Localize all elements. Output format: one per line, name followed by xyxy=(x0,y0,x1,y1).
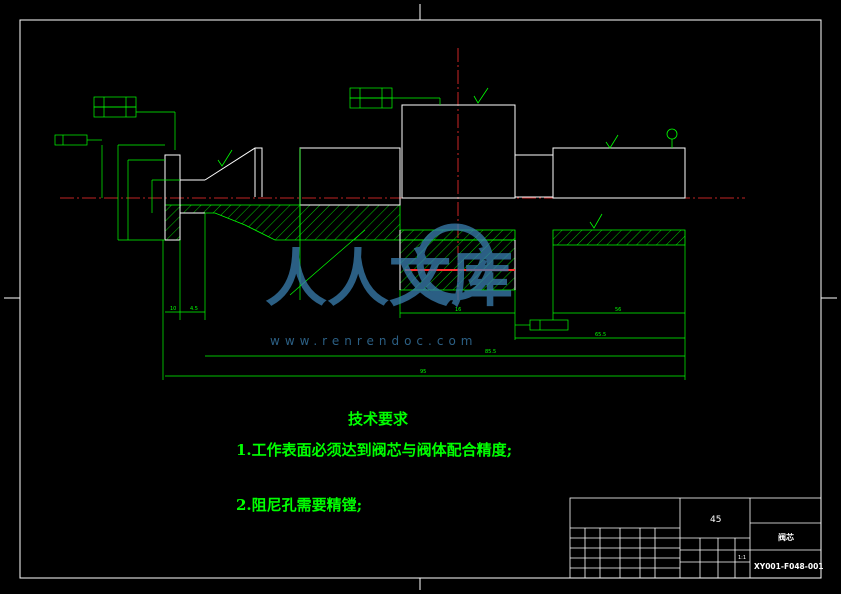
watermark: 人人文库 www.renrendoc.com xyxy=(265,223,513,348)
title-block-scale: 1:1 xyxy=(738,555,746,561)
dimension-lines xyxy=(101,144,686,380)
title-block xyxy=(569,497,822,579)
watermark-text: 人人文库 xyxy=(265,242,513,315)
tech-req-item-1: 1.工作表面必须达到阀芯与阀体配合精度; xyxy=(236,441,512,459)
tech-req-title: 技术要求 xyxy=(348,410,409,428)
dim-right: 56 xyxy=(615,307,621,313)
part-outline xyxy=(164,104,686,290)
title-block-material: 45 xyxy=(710,515,721,525)
dim-len-1: 65.5 xyxy=(595,332,606,338)
title-block-part-name: 阀芯 xyxy=(778,532,794,542)
watermark-logo-circle xyxy=(416,223,494,301)
watermark-url: www.renrendoc.com xyxy=(270,334,477,348)
dim-total: 95 xyxy=(420,369,426,375)
dim-left-2: 4.5 xyxy=(190,306,198,312)
surface-finish-marks xyxy=(217,87,678,229)
dim-left-1: 10 xyxy=(170,306,176,312)
dim-len-2: 85.5 xyxy=(485,349,496,355)
centering-marks xyxy=(4,4,837,590)
title-block-drawing-no: XY001-F048-001 xyxy=(754,562,824,571)
tech-req-item-2: 2.阻尼孔需要精镗; xyxy=(236,496,362,514)
dim-center: 16 xyxy=(455,307,461,313)
gdt-frames xyxy=(54,87,569,331)
